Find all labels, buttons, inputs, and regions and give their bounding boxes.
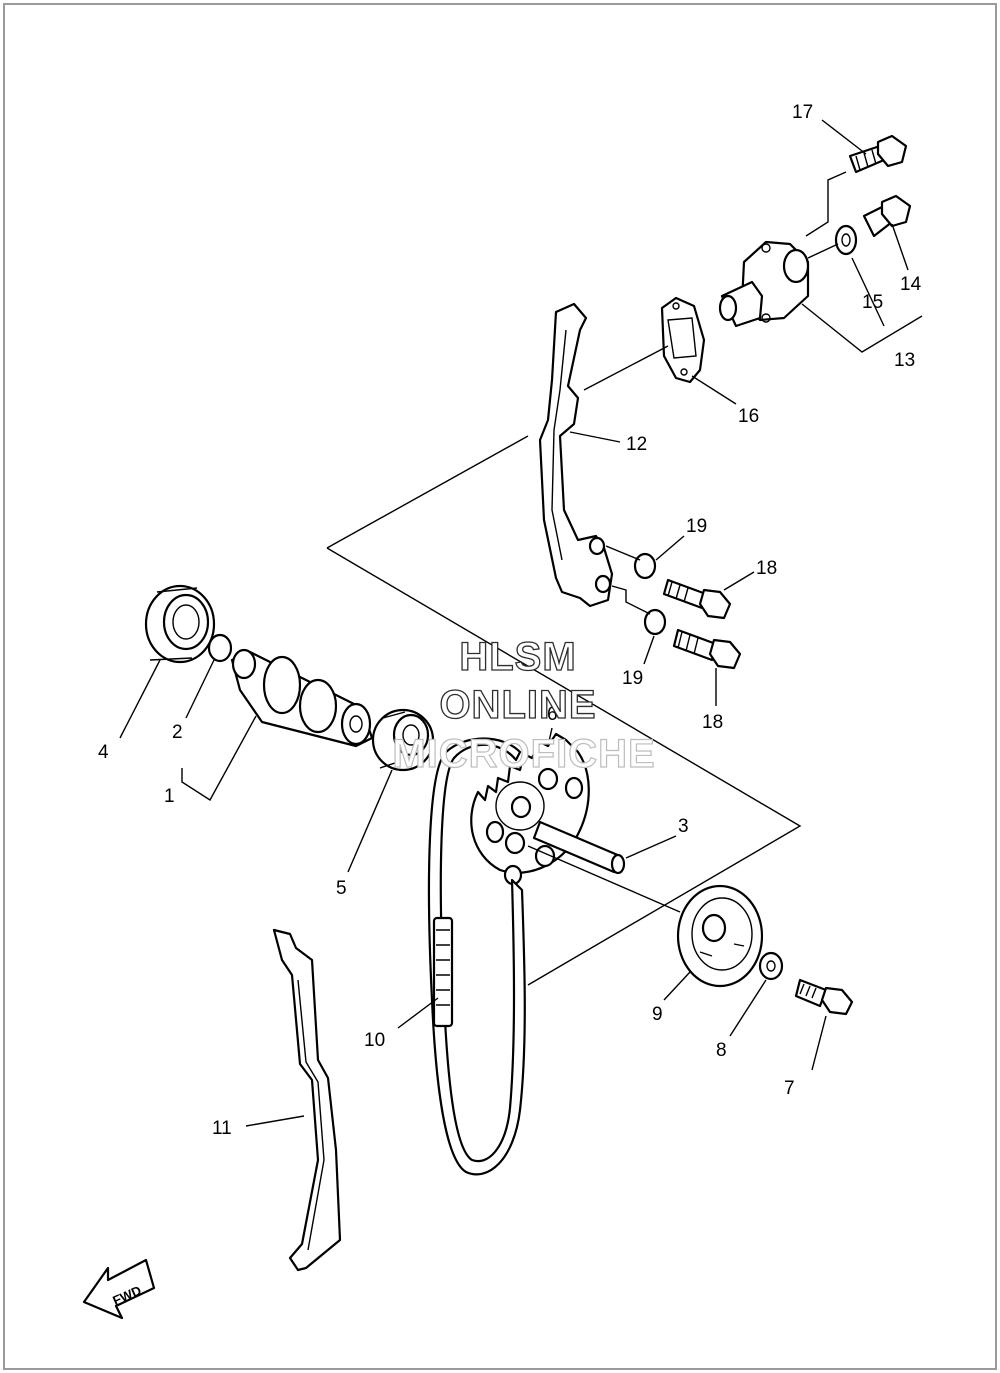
part-18-bolt-lower xyxy=(672,628,742,670)
watermark-line-1: HLSM xyxy=(459,635,576,679)
plug-axis-line xyxy=(807,243,839,259)
assembly-reference-outline xyxy=(326,435,802,986)
callout-13: 13 xyxy=(894,350,915,371)
part-8-washer xyxy=(758,951,784,981)
part-12-tensioner-guide xyxy=(538,302,614,608)
part-1-camshaft xyxy=(230,648,374,748)
leader-lines xyxy=(119,119,923,1127)
callout-7: 7 xyxy=(784,1078,795,1099)
callout-11: 11 xyxy=(212,1118,232,1139)
part-4-bearing xyxy=(144,584,216,664)
callout-10: 10 xyxy=(364,1030,385,1051)
part-5-bearing xyxy=(371,708,435,772)
callout-12: 12 xyxy=(626,434,647,455)
callout-15: 15 xyxy=(862,292,883,313)
bolt-17-axis-line xyxy=(805,171,847,237)
part-10-chain xyxy=(427,737,526,1176)
watermark-line-2: ONLINE xyxy=(439,683,596,727)
callout-16: 16 xyxy=(738,406,759,427)
watermark-line-3: MICROFICHE xyxy=(392,732,655,776)
callout-19-upper: 19 xyxy=(686,516,707,537)
frame-border xyxy=(3,3,997,1370)
part-14-plug-bolt xyxy=(862,194,912,238)
callout-19-lower: 19 xyxy=(622,668,643,689)
part-17-bolt xyxy=(848,134,908,174)
arrow-left-icon xyxy=(82,1258,156,1320)
part-9-plate xyxy=(676,884,764,988)
callout-17: 17 xyxy=(792,102,813,123)
part-15-washer xyxy=(834,224,858,256)
callout-9: 9 xyxy=(652,1004,663,1025)
callout-8: 8 xyxy=(716,1040,727,1061)
callout-4: 4 xyxy=(98,742,109,763)
part-19-washer-lower xyxy=(643,608,667,636)
part-7-bolt xyxy=(794,978,854,1016)
pin-axis-line xyxy=(527,845,681,913)
part-3-dowel-pin xyxy=(532,820,626,875)
part-19-washer-upper xyxy=(633,552,657,580)
callout-14: 14 xyxy=(900,274,922,295)
part-2-pin xyxy=(207,633,233,663)
callout-18-upper: 18 xyxy=(756,558,777,579)
callout-18-lower: 18 xyxy=(702,712,723,733)
part-11-chain-guide xyxy=(272,928,342,1272)
gasket-axis-line xyxy=(583,345,669,391)
part-18-bolt-upper xyxy=(662,578,732,620)
part-16-gasket xyxy=(660,296,706,384)
callout-6: 6 xyxy=(547,704,558,725)
callout-5: 5 xyxy=(336,878,347,899)
callout-2: 2 xyxy=(172,722,183,743)
fwd-direction-badge: FWD xyxy=(82,1258,156,1320)
part-13-tensioner xyxy=(718,240,810,328)
callout-3: 3 xyxy=(678,816,689,837)
washer-axis-lines xyxy=(605,545,651,615)
callout-1: 1 xyxy=(164,786,175,807)
